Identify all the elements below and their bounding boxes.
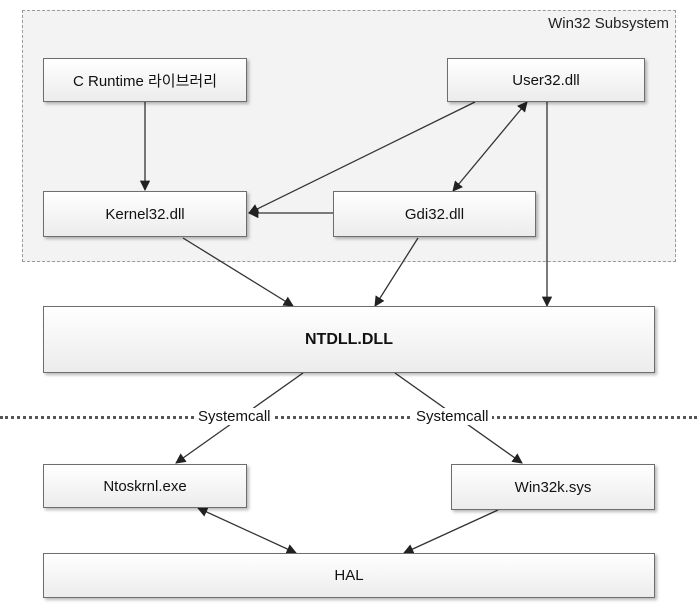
win32-subsystem-label: Win32 Subsystem (548, 15, 669, 32)
edge-user32-gdi32 (452, 101, 528, 192)
node-win32k-label: Win32k.sys (514, 478, 592, 496)
node-gdi32-label: Gdi32.dll (404, 205, 465, 223)
node-ntdll: NTDLL.DLL (43, 306, 655, 373)
node-kernel32: Kernel32.dll (43, 191, 247, 237)
node-ntoskrnl: Ntoskrnl.exe (43, 464, 247, 508)
node-user32: User32.dll (447, 58, 645, 102)
node-gdi32: Gdi32.dll (333, 191, 536, 237)
edge-kernel32-to-ntdll (182, 237, 294, 307)
edge-win32k-to-hal (403, 509, 499, 554)
edge-user32-to-kernel32 (248, 101, 476, 214)
kernel-boundary-separator (0, 416, 697, 419)
node-c-runtime-label: C Runtime 라이브러리 (72, 72, 218, 90)
node-user32-label: User32.dll (512, 71, 580, 89)
node-ntoskrnl-label: Ntoskrnl.exe (103, 477, 187, 495)
edge-gdi32-to-ntdll (374, 237, 419, 307)
node-kernel32-label: Kernel32.dll (105, 205, 185, 223)
edge-ntoskrnl-hal (197, 507, 297, 554)
node-c-runtime: C Runtime 라이브러리 (43, 58, 247, 102)
node-win32k: Win32k.sys (451, 464, 655, 510)
node-ntdll-label: NTDLL.DLL (305, 330, 393, 348)
edge-label-systemcall-left: Systemcall (195, 408, 274, 425)
edge-label-systemcall-right: Systemcall (413, 408, 492, 425)
node-hal-label: HAL (334, 567, 364, 584)
node-hal: HAL (43, 553, 655, 598)
